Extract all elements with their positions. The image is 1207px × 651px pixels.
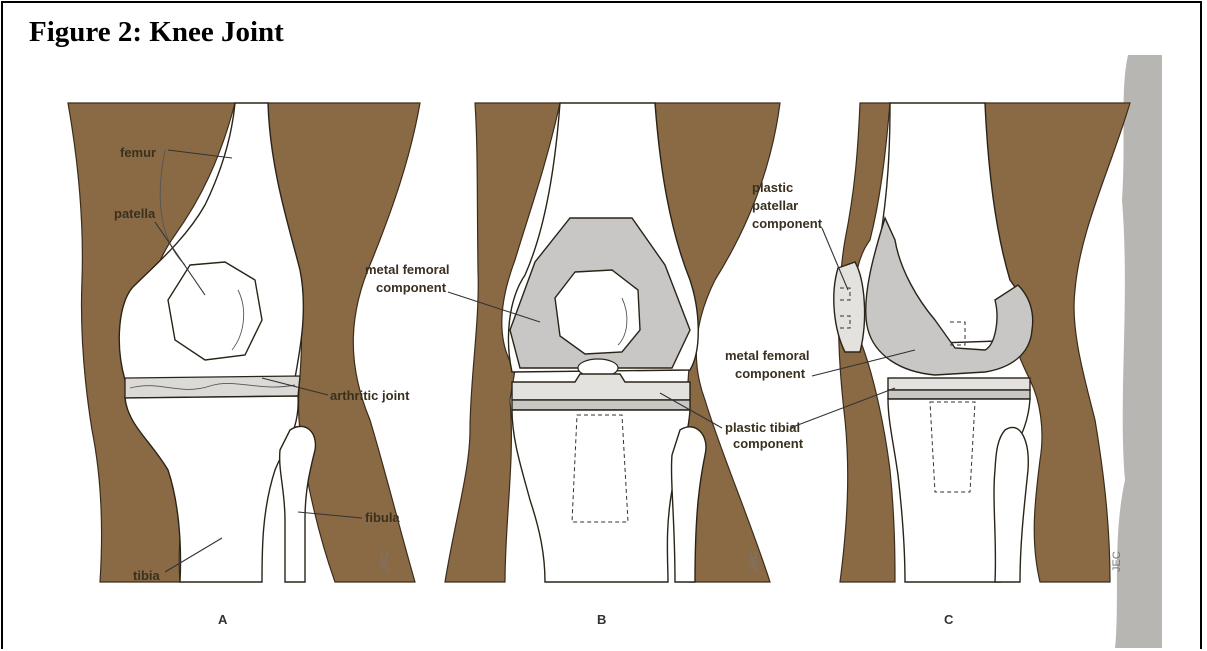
panel-a-fibula-bone xyxy=(280,426,316,582)
label-tibia: tibia xyxy=(133,568,160,583)
label-c-metal-femoral-2: component xyxy=(735,366,806,381)
panel-letter-a: A xyxy=(218,612,228,627)
label-b-metal-femoral-2: component xyxy=(376,280,447,295)
label-c-plastic-patellar-2: patellar xyxy=(752,198,798,213)
label-arthritic-joint: arthritic joint xyxy=(330,388,410,403)
label-patella: patella xyxy=(114,206,156,221)
label-c-metal-femoral-1: metal femoral xyxy=(725,348,810,363)
panel-a-patella xyxy=(168,262,262,360)
panel-c-tibial-tray xyxy=(888,390,1030,399)
label-b-plastic-tibial-1: plastic tibial xyxy=(725,420,800,435)
label-b-metal-femoral-1: metal femoral xyxy=(365,262,450,277)
label-b-plastic-tibial-2: component xyxy=(733,436,804,451)
panel-b-tibia-bone xyxy=(512,410,690,582)
panel-a: femur patella arthritic joint fibula tib… xyxy=(68,103,420,627)
panel-c-fibula-bone xyxy=(994,427,1028,582)
panel-letter-c: C xyxy=(944,612,954,627)
artist-signature-b: JEC xyxy=(748,551,760,572)
label-fibula: fibula xyxy=(365,510,400,525)
panel-c: plastic patellar component metal femoral… xyxy=(725,55,1162,648)
label-c-plastic-patellar-1: plastic xyxy=(752,180,793,195)
label-femur: femur xyxy=(120,145,156,160)
panel-b-patella xyxy=(555,270,640,354)
panel-letter-b: B xyxy=(597,612,606,627)
artist-signature-c: JEC xyxy=(1111,551,1123,572)
panel-c-plastic-tibial-insert xyxy=(888,378,1030,390)
panel-b-plastic-tibial-component xyxy=(512,374,690,400)
panel-b-tibial-tray xyxy=(512,400,690,410)
label-c-plastic-patellar-3: component xyxy=(752,216,823,231)
panel-b: metal femoral component plastic tibial c… xyxy=(365,103,804,627)
artist-signature-a: JEC xyxy=(379,551,391,572)
